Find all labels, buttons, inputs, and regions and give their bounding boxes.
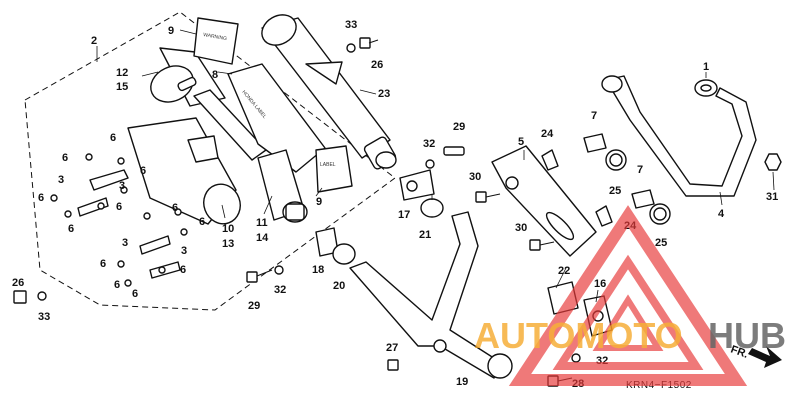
part-label-30-upper: 30: [469, 171, 481, 183]
bolt-bottom-left: [13, 290, 47, 304]
nut-31: [764, 153, 782, 171]
front-arrow-label: FR.: [729, 344, 750, 361]
part-label-22: 22: [558, 265, 570, 277]
part-label-6-a: 6: [110, 132, 116, 144]
part-label-11: 11: [256, 217, 268, 229]
part-label-3-d: 3: [181, 245, 187, 257]
part-label-9-top: 9: [168, 25, 174, 37]
part-label-10: 10: [222, 223, 234, 235]
hose-clamp-25-upper: [605, 149, 627, 171]
part-label-6-g: 6: [172, 202, 178, 214]
part-label-29-right: 29: [453, 121, 465, 133]
part-label-25-upper: 25: [609, 185, 621, 197]
part-label-13: 13: [222, 238, 234, 250]
part-label-6-f: 6: [68, 223, 74, 235]
part-label-8: 8: [212, 69, 218, 81]
gasket-1: [694, 79, 718, 97]
bolt-29-left: [246, 265, 284, 283]
part-label-9-lower: 9: [316, 196, 322, 208]
part-label-19: 19: [456, 376, 468, 388]
bolt-29-right: [425, 146, 465, 169]
bolt-27: [387, 359, 399, 371]
part-label-21: 21: [419, 229, 431, 241]
part-label-3-c: 3: [122, 237, 128, 249]
part-label-7-upper: 7: [591, 110, 597, 122]
leader-lines: [141, 29, 775, 303]
watermark: AUTOMOTO HUB: [474, 205, 786, 386]
bracket-stay-lower: [117, 208, 188, 287]
warning-triangle-logo: [508, 205, 748, 386]
part-label-4: 4: [718, 208, 725, 220]
header-pipe: [601, 75, 757, 197]
part-label-2: 2: [91, 35, 97, 47]
bolt-top: [346, 37, 379, 53]
part-label-12: 12: [116, 67, 128, 79]
part-label-32-left: 32: [274, 284, 286, 296]
collar-20: [332, 243, 356, 265]
bolt-30-upper: [475, 191, 501, 203]
bracket-stay-upper: [50, 153, 129, 218]
part-label-1: 1: [703, 61, 709, 73]
clip-24-upper: [541, 133, 607, 171]
part-label-7-lower: 7: [637, 164, 643, 176]
part-label-25-lower: 25: [655, 237, 667, 249]
part-label-6-b: 6: [62, 152, 68, 164]
part-label-33-top: 33: [345, 19, 357, 31]
part-label-24-upper: 24: [541, 128, 554, 140]
large-muffler: [261, 14, 397, 170]
part-label-15: 15: [116, 81, 128, 93]
front-direction-arrow: FR.: [729, 344, 782, 368]
part-label-6-c: 6: [140, 165, 146, 177]
part-label-17: 17: [398, 209, 410, 221]
part-label-6-j: 6: [180, 264, 186, 276]
part-label-26-bottom: 26: [12, 277, 24, 289]
part-label-30-lower: 30: [515, 222, 527, 234]
part-label-6-h: 6: [199, 216, 205, 228]
clip-24-lower: [595, 189, 655, 227]
hose-clamp-25-lower: [649, 203, 671, 225]
heat-guard: [491, 145, 597, 257]
part-label-16: 16: [594, 278, 606, 290]
part-label-5: 5: [518, 136, 524, 148]
label-plate-top: [193, 17, 239, 65]
part-label-3-a: 3: [58, 174, 64, 186]
watermark-brand-part2: HUB: [708, 315, 786, 356]
part-label-6-d: 6: [38, 192, 44, 204]
part-label-23: 23: [378, 88, 390, 100]
part-label-14: 14: [256, 232, 269, 244]
muffler-heat-shield: [127, 117, 241, 225]
part-label-6-i: 6: [100, 258, 106, 270]
part-label-32-right: 32: [423, 138, 435, 150]
part-label-6-l: 6: [132, 288, 138, 300]
svg-text:LABEL: LABEL: [320, 162, 336, 168]
collar-21: [420, 198, 444, 218]
clamp-17: [399, 169, 435, 201]
muffler-assembly-outline: [24, 11, 396, 311]
part-label-26-top: 26: [371, 59, 383, 71]
label-plate-lower: [315, 145, 353, 193]
part-label-6-e: 6: [116, 201, 122, 213]
muffler-body: HONDA LABEL: [227, 63, 326, 173]
part-label-20: 20: [333, 280, 345, 292]
part-label-3-b: 3: [119, 180, 125, 192]
watermark-brand-part1: AUTOMOTO: [474, 315, 683, 356]
exhaust-pipe: [349, 211, 513, 379]
arrow-icon: [748, 346, 782, 368]
part-label-18: 18: [312, 264, 324, 276]
part-label-6-k: 6: [114, 279, 120, 291]
part-label-29-left: 29: [248, 300, 260, 312]
part-label-31: 31: [766, 191, 778, 203]
part-label-27: 27: [386, 342, 398, 354]
bolt-30-lower: [529, 239, 555, 251]
part-label-33-bottom: 33: [38, 311, 50, 323]
svg-text:WARNING: WARNING: [203, 32, 228, 42]
